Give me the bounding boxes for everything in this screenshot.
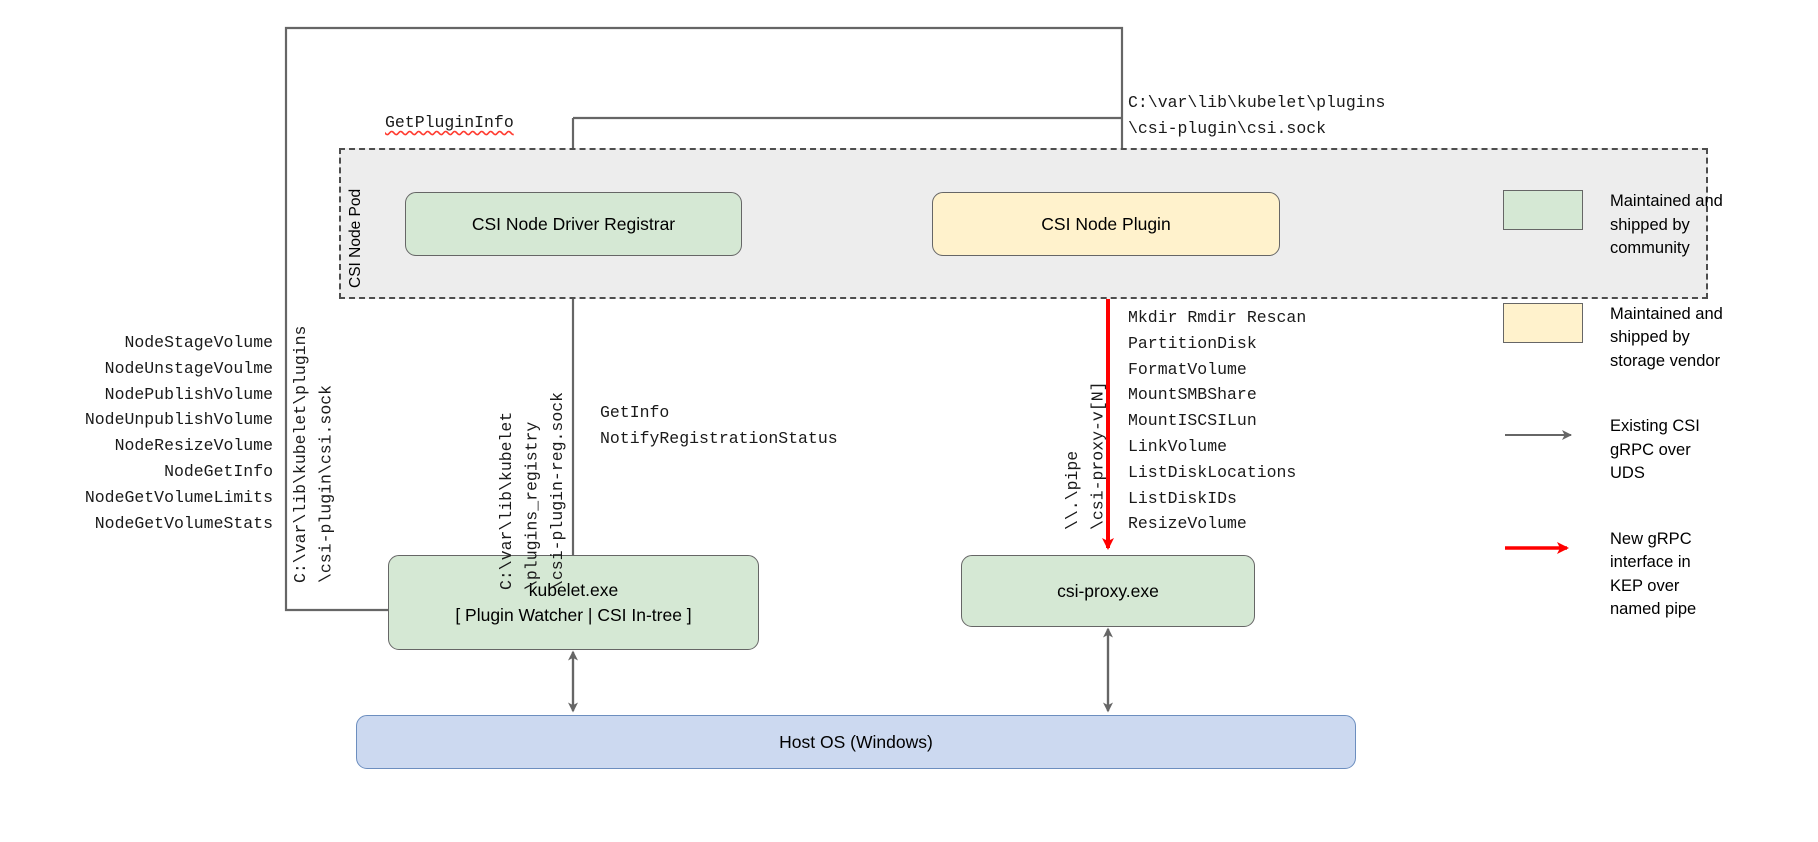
plugins-registry-sock-path-vertical-label: C:\var\lib\kubelet \plugins_registry \cs… xyxy=(497,391,567,590)
node-service-rpc-list: NodeStageVolume NodeUnstageVoulme NodePu… xyxy=(84,333,273,533)
registration-rpc-list: GetInfo NotifyRegistrationStatus xyxy=(600,403,838,448)
csi-node-pod-label: CSI Node Pod xyxy=(347,188,364,288)
kubelet-exe-box[interactable]: kubelet.exe [ Plugin Watcher | CSI In-tr… xyxy=(388,555,759,650)
host-os-box[interactable]: Host OS (Windows) xyxy=(356,715,1356,769)
named-pipe-path-vertical-label: \\.\pipe \csi-proxy-v[N] xyxy=(1063,381,1108,530)
csi-node-plugin-label: CSI Node Plugin xyxy=(1041,213,1171,234)
legend-label-community: Maintained and shipped by community xyxy=(1610,192,1723,257)
csi-node-driver-registrar-label: CSI Node Driver Registrar xyxy=(471,213,676,234)
kubelet-csi-sock-path-vertical-label: C:\var\lib\kubelet\plugins \csi-plugin\c… xyxy=(291,325,336,583)
csi-sock-path-label: C:\var\lib\kubelet\plugins \csi-plugin\c… xyxy=(1128,93,1386,138)
legend-red-arrow-icon xyxy=(1503,528,1583,568)
legend-label-new-grpc: New gRPC interface in KEP over named pip… xyxy=(1610,529,1697,619)
kubelet-components-label: [ Plugin Watcher | CSI In-tree ] xyxy=(455,604,692,625)
legend-label-existing-grpc: Existing CSI gRPC over UDS xyxy=(1610,417,1700,482)
legend-item-existing-grpc: Existing CSI gRPC over UDS xyxy=(1503,415,1803,486)
legend-item-new-grpc: New gRPC interface in KEP over named pip… xyxy=(1503,528,1803,622)
legend-item-community: Maintained and shipped by community xyxy=(1503,190,1803,261)
kubelet-exe-label: kubelet.exe xyxy=(528,579,619,600)
legend-label-vendor: Maintained and shipped by storage vendor xyxy=(1610,304,1723,370)
csi-proxy-exe-box[interactable]: csi-proxy.exe xyxy=(961,555,1255,627)
legend-swatch-community-icon xyxy=(1503,190,1583,230)
legend-swatch-vendor-icon xyxy=(1503,302,1583,343)
csi-node-plugin-box[interactable]: CSI Node Plugin xyxy=(932,192,1280,256)
csi-node-driver-registrar-box[interactable]: CSI Node Driver Registrar xyxy=(405,192,742,256)
legend-gray-arrow-icon xyxy=(1503,415,1583,455)
get-plugin-info-label: GetPluginInfo xyxy=(385,113,514,132)
csi-node-pod-container xyxy=(339,148,1708,299)
csi-proxy-rpc-list: Mkdir Rmdir Rescan PartitionDisk FormatV… xyxy=(1128,308,1307,534)
legend-item-vendor: Maintained and shipped by storage vendor xyxy=(1503,302,1803,374)
csi-proxy-exe-label: csi-proxy.exe xyxy=(1057,580,1159,601)
host-os-label: Host OS (Windows) xyxy=(779,731,933,752)
legend: Maintained and shipped by community Main… xyxy=(1503,190,1803,664)
